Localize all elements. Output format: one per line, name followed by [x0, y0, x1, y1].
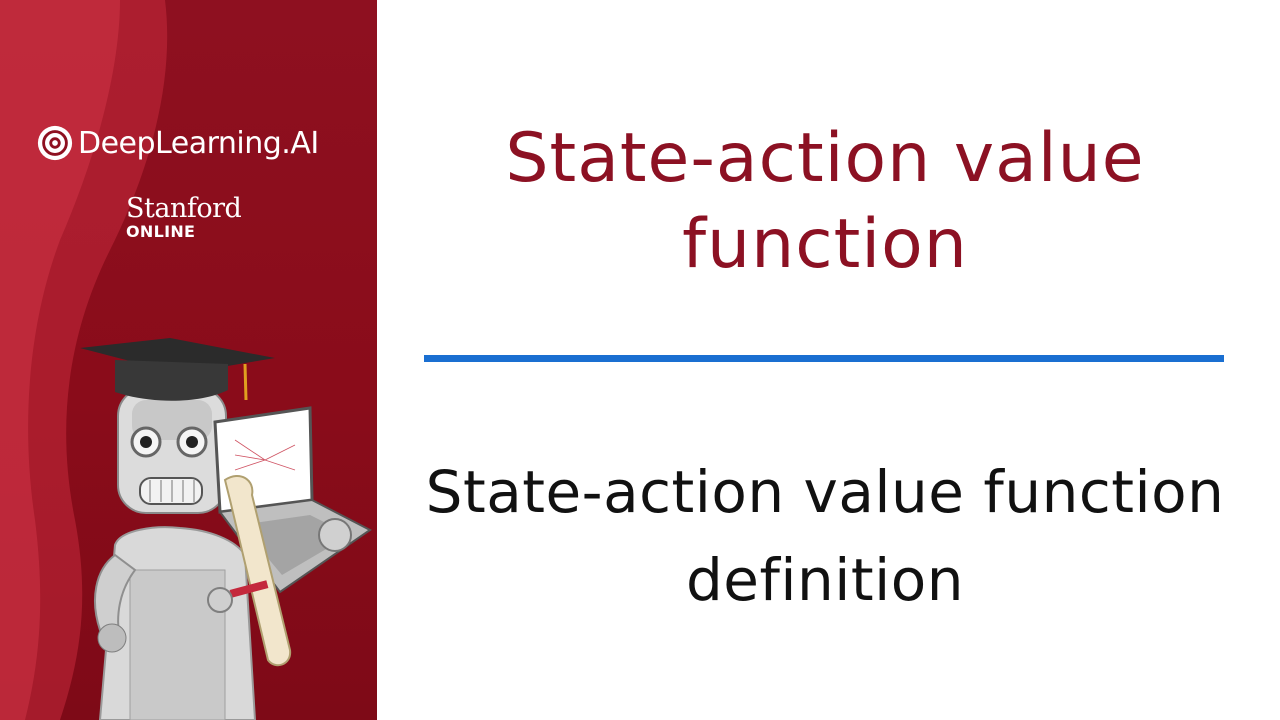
brand-name: DeepLearning.AI: [78, 125, 319, 161]
deeplearning-ai-logo: DeepLearning.AI: [36, 122, 319, 164]
slide-subtitle-line-1: State-action value function: [425, 458, 1225, 526]
slide-subtitle-line-2: definition: [685, 546, 964, 614]
slide-title-line-2: function: [682, 205, 968, 284]
slide-subtitle: State-action value function definition: [380, 448, 1270, 624]
branding-sidebar: DeepLearning.AI Stanford ONLINE: [0, 0, 377, 720]
university-name: Stanford: [126, 193, 242, 224]
university-subtitle: ONLINE: [126, 222, 196, 241]
sidebar-wave-background: [0, 0, 168, 720]
deeplearning-ai-mark-icon: [37, 125, 73, 161]
robot-graduate-illustration: [80, 338, 372, 720]
slide-title: State-action value function: [420, 116, 1230, 288]
title-divider: [424, 355, 1224, 362]
slide-title-line-1: State-action value: [505, 119, 1145, 198]
stanford-online-logo: Stanford ONLINE: [126, 193, 242, 241]
